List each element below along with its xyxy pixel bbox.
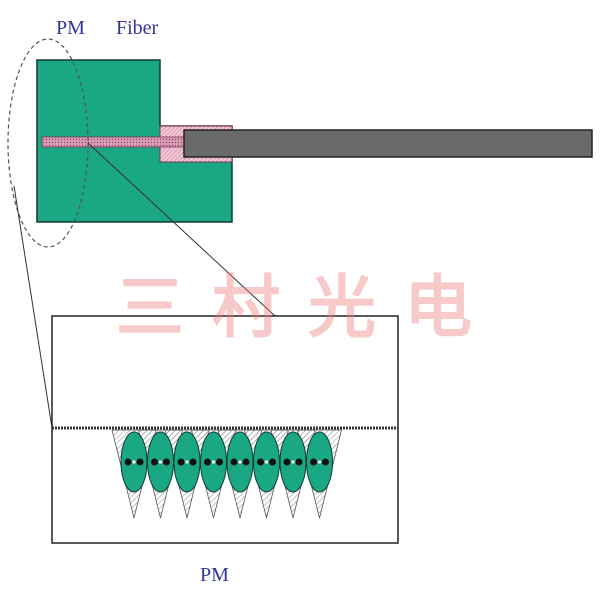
stress-rod bbox=[136, 458, 144, 466]
fiber-label: Fiber bbox=[116, 17, 159, 39]
fiber-core-dot bbox=[158, 460, 163, 464]
zoom-line-left bbox=[13, 185, 53, 429]
stress-rod bbox=[151, 458, 158, 466]
fiber-core-dot bbox=[238, 460, 242, 464]
stress-rod bbox=[124, 458, 132, 466]
stress-rod bbox=[216, 458, 223, 466]
pm-label-top: PM bbox=[56, 17, 85, 39]
pm-label-bottom: PM bbox=[200, 564, 229, 586]
fiber-core-dot bbox=[264, 460, 269, 464]
stress-rod bbox=[163, 458, 170, 466]
stress-rod bbox=[283, 458, 291, 466]
stress-rod bbox=[295, 458, 303, 466]
fiber-core-dot bbox=[132, 460, 136, 464]
fiber-cable bbox=[183, 129, 593, 158]
v-groove-array bbox=[111, 429, 343, 519]
stress-rod bbox=[269, 458, 276, 466]
fiber-core-dot bbox=[185, 460, 189, 464]
stress-rod bbox=[177, 458, 185, 466]
stress-rod bbox=[310, 458, 317, 466]
stress-rod bbox=[189, 458, 197, 466]
fiber-core-dot bbox=[211, 460, 216, 464]
stress-rod bbox=[204, 458, 211, 466]
fiber-core-dot bbox=[317, 460, 322, 464]
stress-rod bbox=[322, 458, 329, 466]
stress-rod bbox=[230, 458, 238, 466]
fiber-core bbox=[41, 136, 189, 148]
stress-rod bbox=[257, 458, 264, 466]
fiber-core-dot bbox=[291, 460, 295, 464]
stress-rod bbox=[242, 458, 250, 466]
